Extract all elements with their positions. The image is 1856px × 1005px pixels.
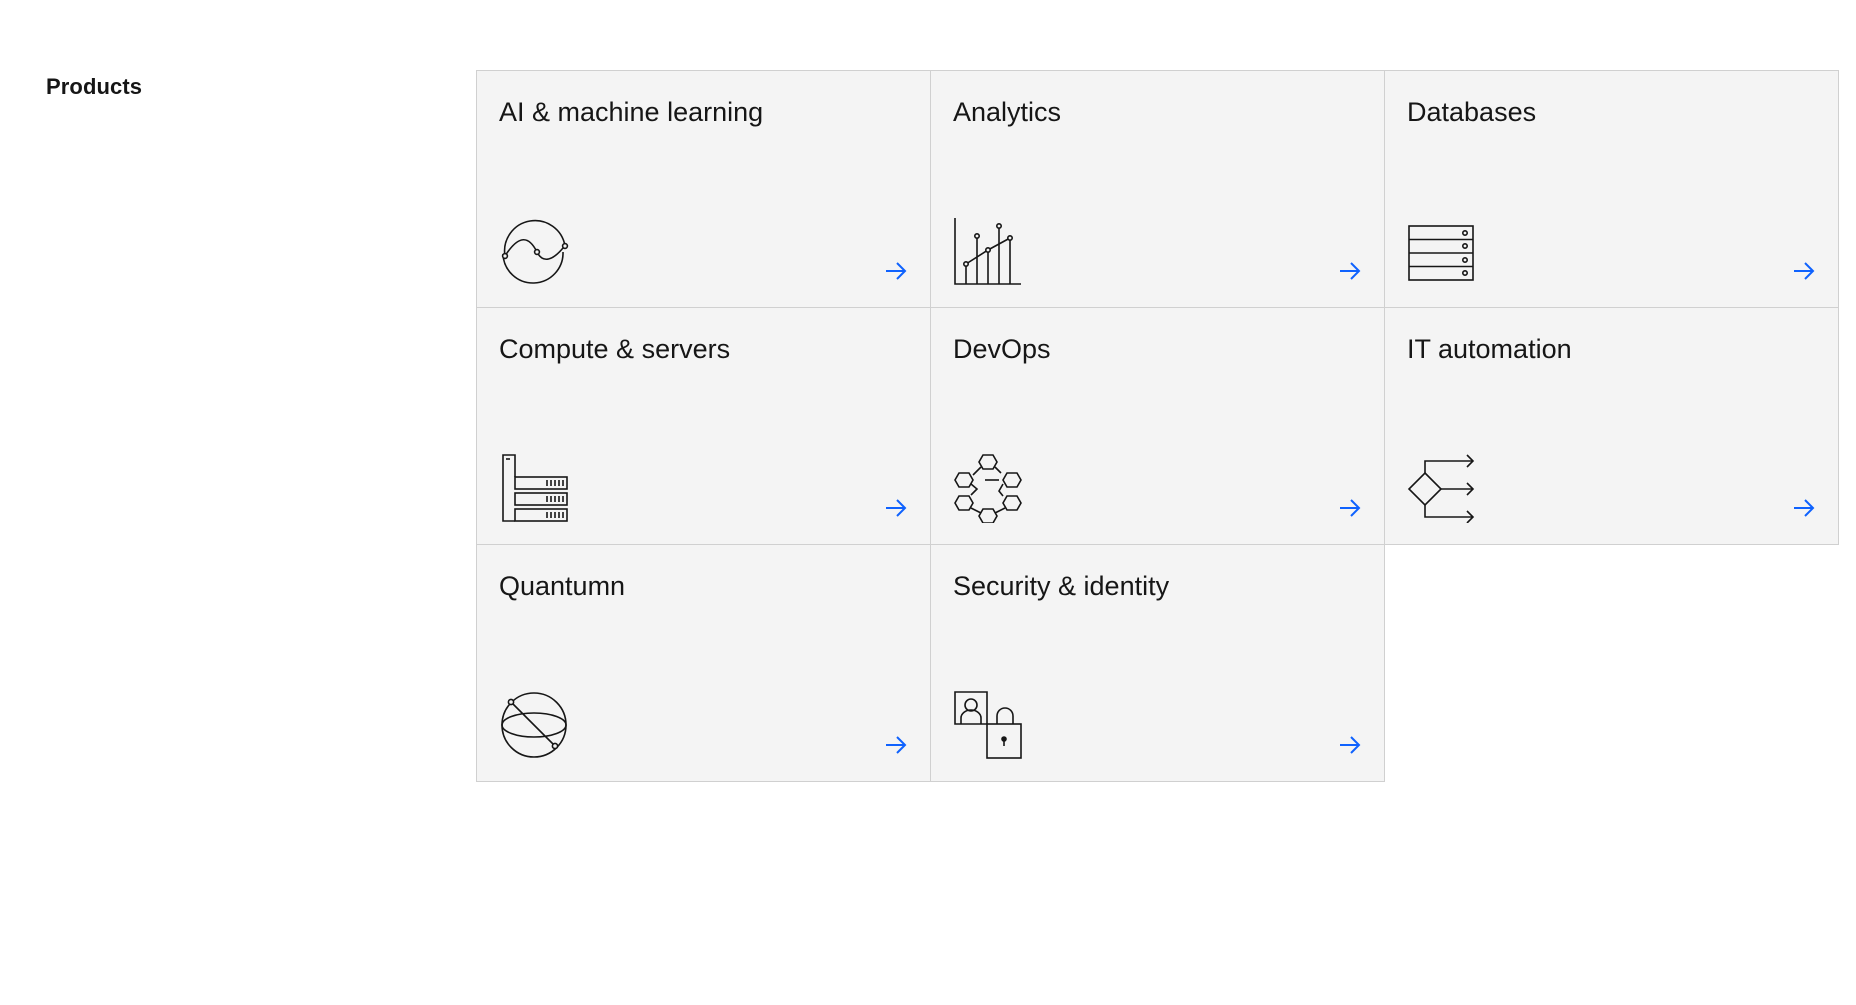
tile-databases[interactable]: Databases [1384,70,1839,308]
tile-ai-machine-learning[interactable]: AI & machine learning [476,70,931,308]
tile-title: Analytics [953,97,1062,127]
devops-hexagon-network-icon [953,453,1023,523]
products-grid: AI & machine learning Anal [476,70,1839,782]
tile-title: AI & machine learning [499,97,764,127]
arrow-right-icon[interactable] [1792,259,1816,283]
tile-title: IT automation [1407,334,1572,364]
arrow-right-icon[interactable] [884,496,908,520]
analytics-chart-icon [953,216,1023,286]
tile-security-identity[interactable]: Security & identity [930,544,1385,782]
arrow-right-icon[interactable] [884,733,908,757]
arrow-right-icon[interactable] [1338,733,1362,757]
arrow-right-icon[interactable] [1338,259,1362,283]
database-server-icon [1407,216,1477,286]
ai-machine-learning-icon [499,216,569,286]
tile-it-automation[interactable]: IT automation [1384,307,1839,545]
arrow-right-icon[interactable] [1792,496,1816,520]
tile-title: Compute & servers [499,334,731,364]
tile-title: Security & identity [953,571,1170,601]
security-identity-lock-icon [953,690,1023,760]
it-automation-flow-icon [1407,453,1477,523]
arrow-right-icon[interactable] [1338,496,1362,520]
tile-title: Databases [1407,97,1537,127]
tile-quantum[interactable]: Quantumn [476,544,931,782]
tile-compute-servers[interactable]: Compute & servers [476,307,931,545]
tile-title: DevOps [953,334,1051,364]
tile-analytics[interactable]: Analytics [930,70,1385,308]
tile-devops[interactable]: DevOps [930,307,1385,545]
section-title: Products [46,74,143,99]
compute-servers-icon [499,453,569,523]
arrow-right-icon[interactable] [884,259,908,283]
tile-title: Quantumn [499,571,626,601]
quantum-sphere-icon [499,690,569,760]
